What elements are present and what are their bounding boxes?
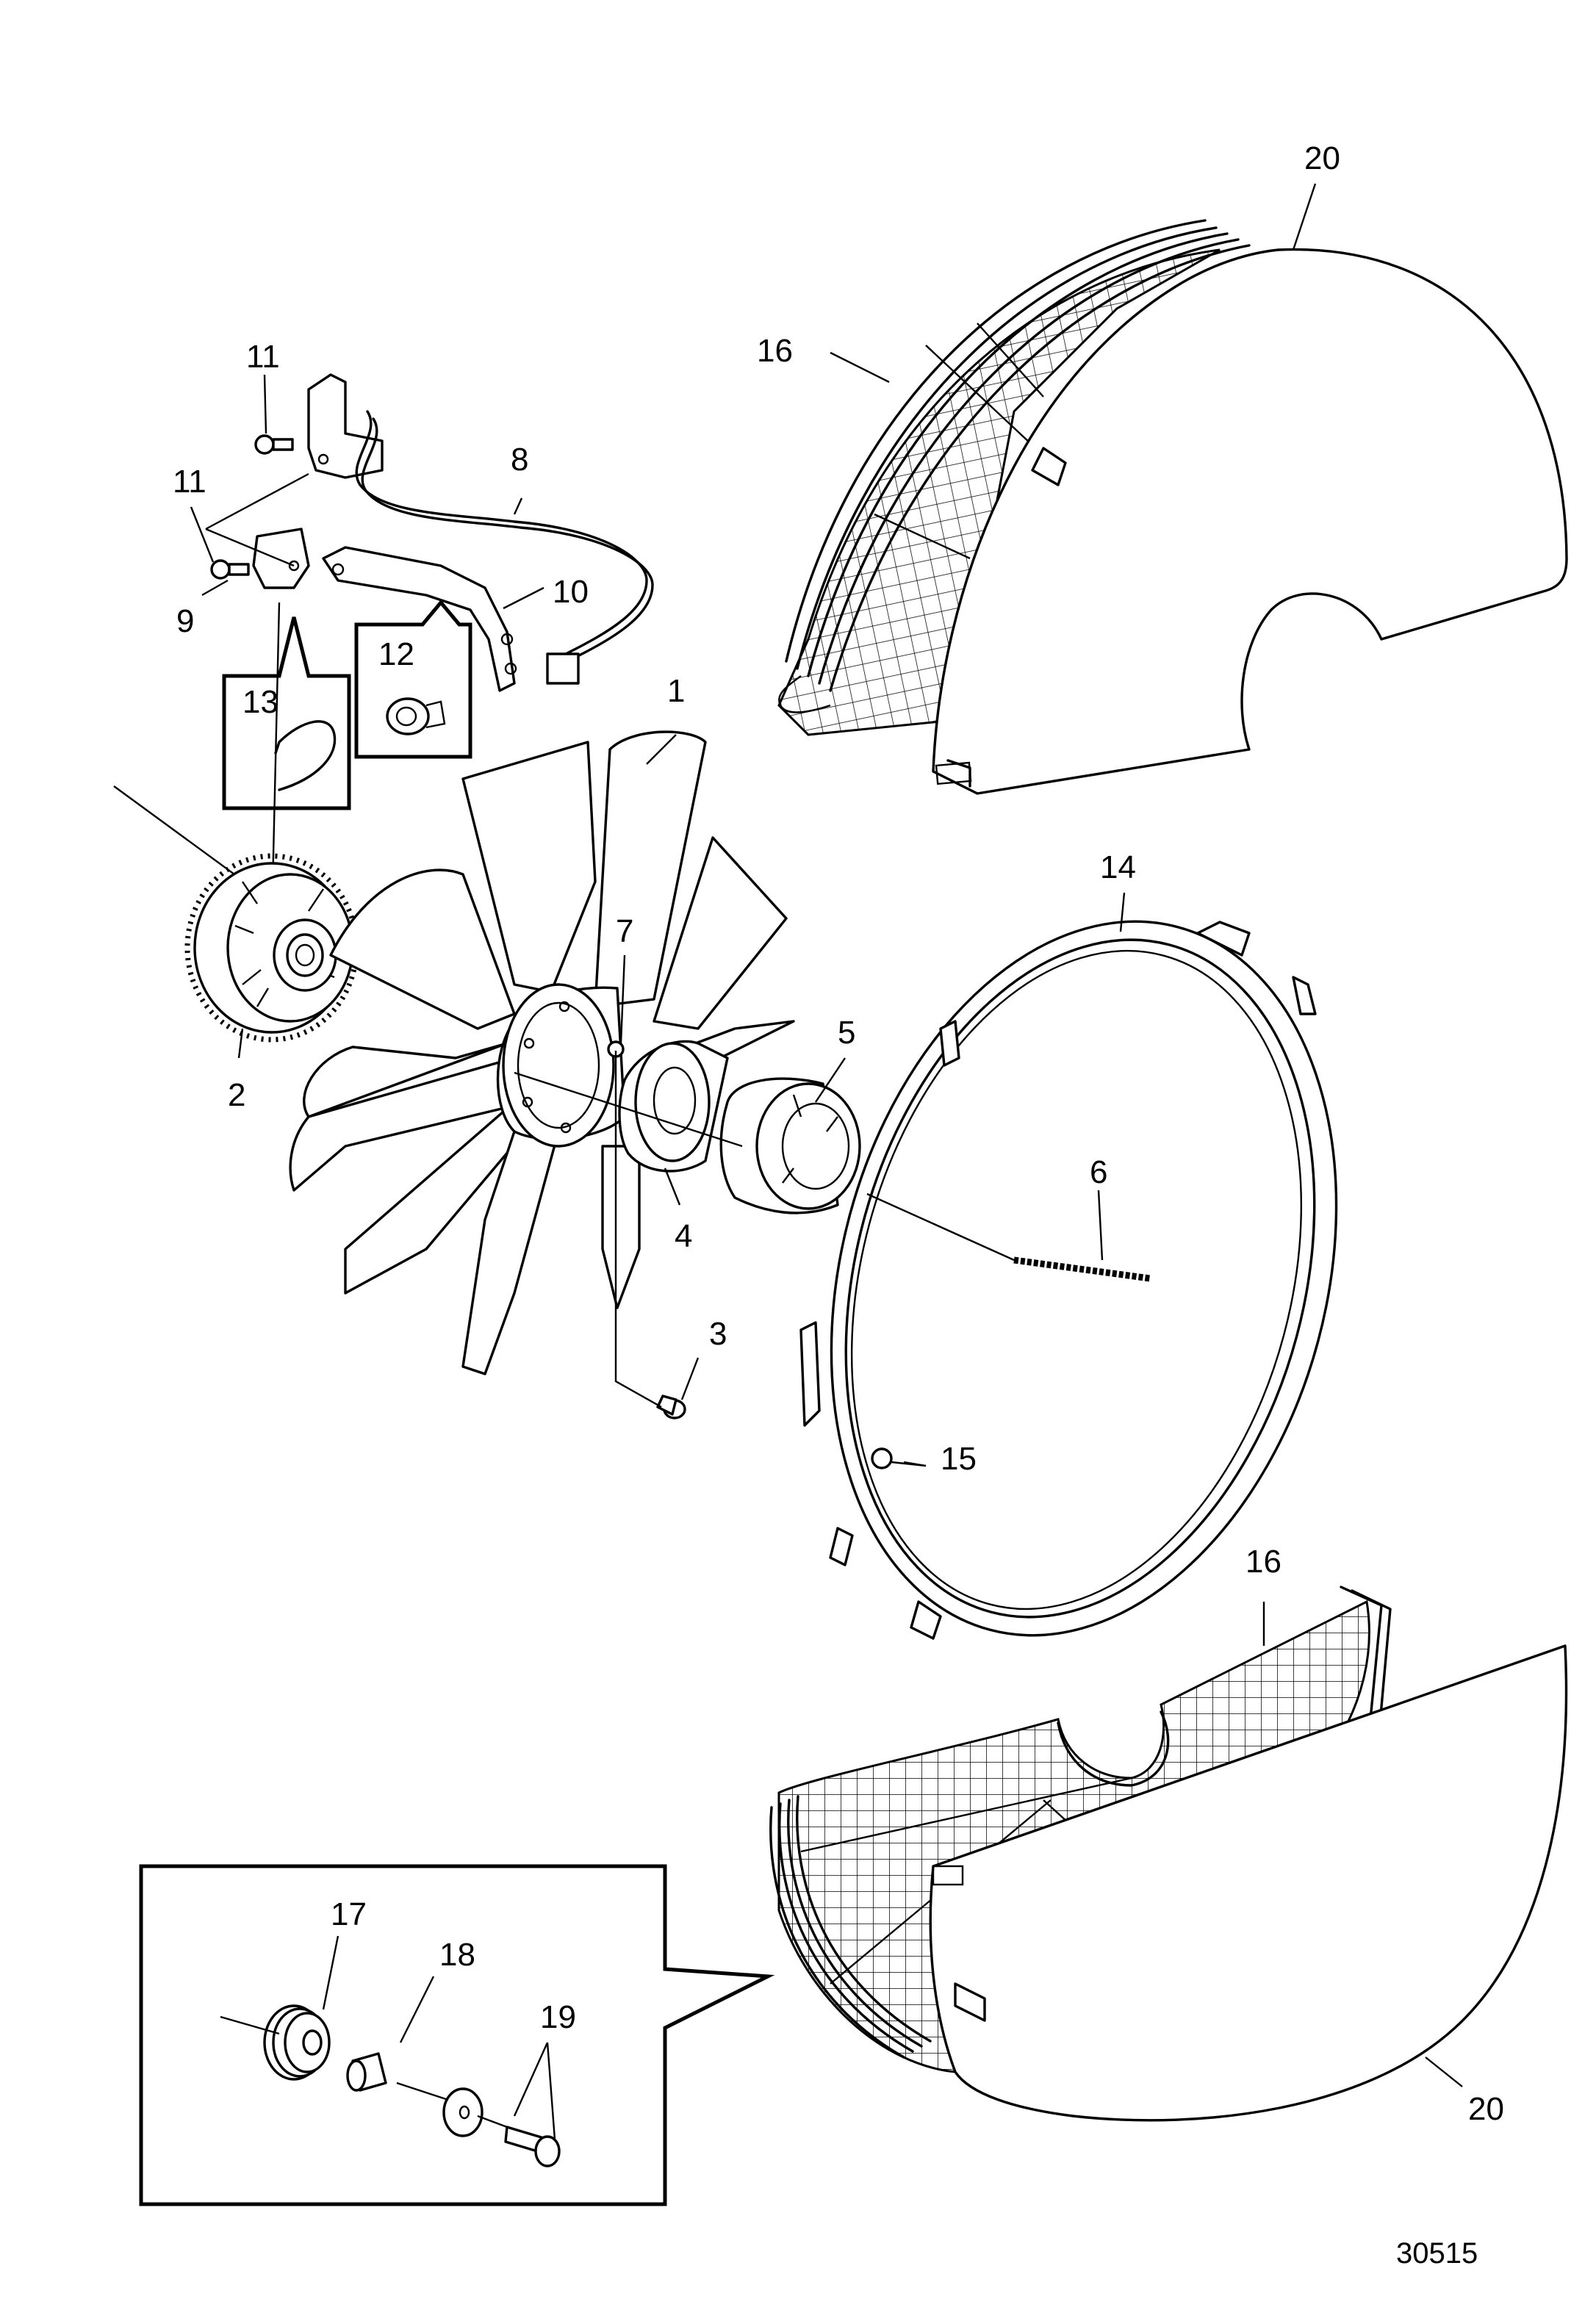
callout-9: 9 [176, 603, 194, 639]
callout-11-lower: 11 [173, 464, 206, 500]
visco-fan-clutch [184, 853, 359, 1043]
grommet-icon [386, 697, 446, 735]
fan-shroud-ring [799, 920, 1338, 1640]
upper-fan-guard-cover [932, 248, 1568, 795]
spacer-sleeve [719, 1077, 861, 1215]
callout-19: 19 [540, 1999, 576, 2035]
washer-19 [442, 2087, 484, 2137]
callout-6: 6 [1090, 1154, 1107, 1190]
callout-15: 15 [941, 1441, 977, 1477]
callout-20-upper: 20 [1304, 140, 1340, 176]
callout-16-upper: 16 [757, 333, 793, 369]
figure-reference-number: 30515 [1396, 2237, 1478, 2270]
callout-2: 2 [228, 1077, 245, 1113]
callout-7: 7 [616, 913, 633, 949]
detail-box-17-19 [139, 1864, 775, 2206]
callout-8: 8 [511, 442, 528, 478]
fan-hub [496, 983, 626, 1148]
callout-16-lower: 16 [1245, 1544, 1282, 1580]
detail-box-12 [354, 600, 472, 759]
callout-5: 5 [838, 1015, 855, 1051]
callout-4: 4 [675, 1218, 692, 1254]
spacer-plate [618, 1040, 729, 1173]
callout-leaders [190, 183, 1463, 2140]
callout-12: 12 [378, 636, 414, 672]
lower-fan-guard-cover [929, 1644, 1568, 2122]
bolt-3 [656, 1395, 686, 1419]
bolt-11-lower [210, 559, 250, 580]
callout-13: 13 [242, 684, 278, 720]
callout-14: 14 [1100, 849, 1136, 885]
sleeve-18 [346, 2052, 387, 2092]
callout-10: 10 [553, 574, 589, 610]
callout-1: 1 [667, 673, 685, 709]
bolt-19 [504, 2126, 561, 2167]
upper-fan-guard-mesh [777, 219, 1251, 736]
bolt-11-upper [254, 434, 294, 455]
callout-17: 17 [331, 1896, 367, 1932]
sensor-bracket-assembly [252, 373, 517, 692]
rubber-bushing-17 [263, 2004, 331, 2081]
cable-clip-icon [274, 720, 337, 791]
long-bolt-6 [1013, 1256, 1151, 1282]
detail-box-13 [222, 616, 351, 810]
fan-blades [289, 730, 795, 1375]
callout-18: 18 [439, 1937, 475, 1973]
callout-11-upper: 11 [246, 339, 280, 375]
callout-3: 3 [709, 1316, 727, 1352]
callout-20-lower: 20 [1468, 2091, 1504, 2127]
sensor-cable [355, 410, 654, 685]
